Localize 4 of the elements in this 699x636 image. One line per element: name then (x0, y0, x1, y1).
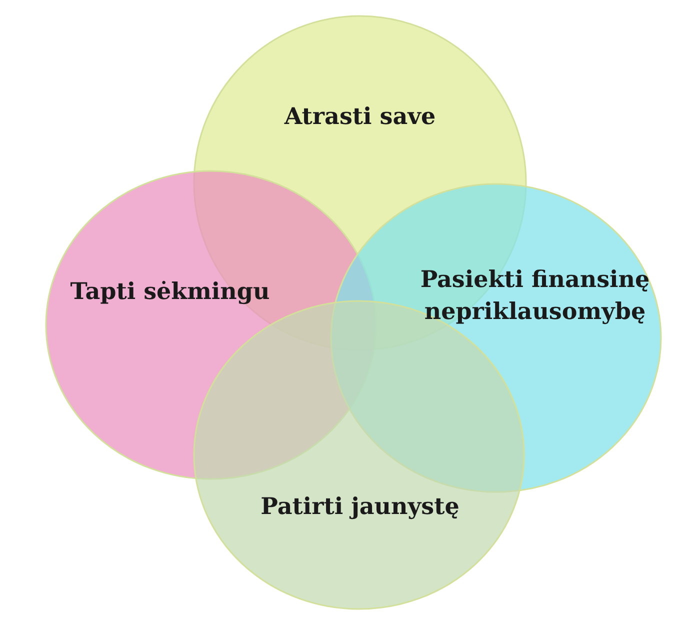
circle-label: Pasiekti finansinę nepriklausomybę (419, 265, 651, 327)
circle-label: Patirti jaunystę (260, 492, 460, 522)
circle-label: Tapti sėkmingu (70, 277, 270, 307)
circle-label: Atrasti save (283, 102, 437, 132)
